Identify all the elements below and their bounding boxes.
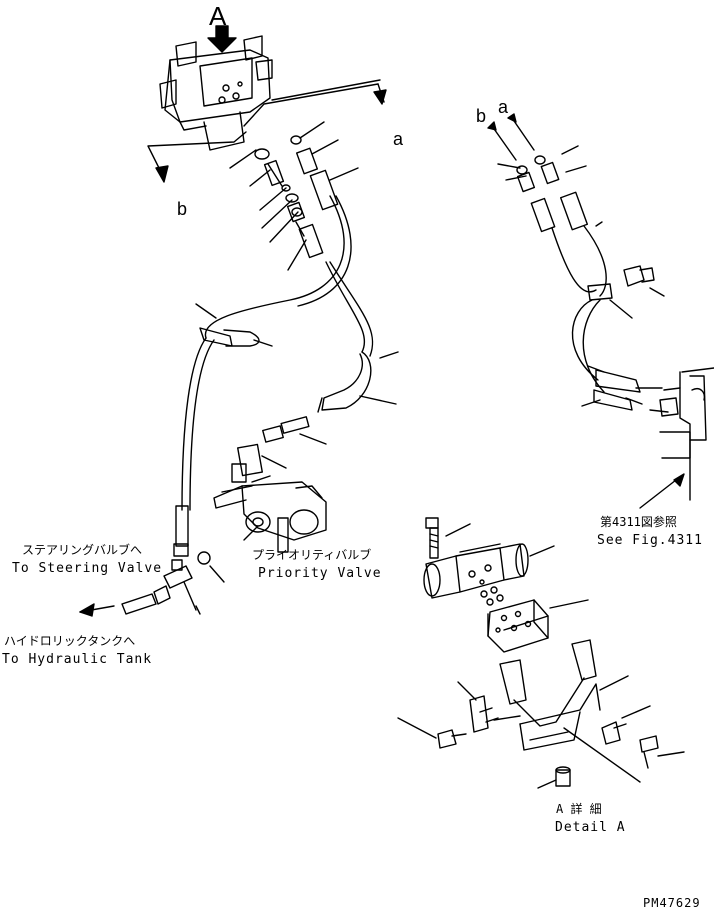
steering-fittings: [79, 505, 197, 617]
detail-a-leaders: [537, 727, 641, 789]
leader-lines-left-fittings: [229, 121, 359, 271]
drawing-number: PM47629: [643, 896, 701, 910]
detail-a-solenoid-valve: [423, 543, 555, 599]
priority-label-jp: プライオリティバルブ: [252, 548, 372, 562]
priority-valve: [197, 481, 327, 565]
frame-right: [581, 367, 714, 509]
detail-a-clamp: [457, 681, 521, 733]
seefig-label-jp: 第4311図参照: [600, 515, 677, 529]
detail-a-label-jp: A 詳 細: [556, 802, 602, 816]
detail-a-bolts: [397, 705, 685, 769]
detail-a-manifold: [487, 599, 589, 653]
detail-a-bolt-top: [425, 517, 471, 559]
view-a-arrow: [207, 25, 237, 53]
bolt-right: [623, 265, 665, 297]
ref-a-label-right: a: [498, 97, 509, 117]
ref-lines-top: [147, 79, 387, 183]
hoses-left: [181, 195, 374, 511]
detail-a-label-en: Detail A: [555, 820, 626, 835]
tank-label-en: To Hydraulic Tank: [2, 652, 153, 667]
right-reference-arrows: [487, 113, 535, 161]
steering-label-jp: ステアリングバルブへ: [22, 543, 143, 557]
detail-a-bracket: [499, 639, 629, 787]
top-valve-block: [159, 35, 273, 151]
leader-lines-hoses: [253, 339, 399, 469]
priority-label-en: Priority Valve: [258, 566, 382, 581]
view-a-label: A: [209, 1, 227, 31]
fittings-lower-middle: [231, 416, 310, 483]
ref-b-label-right: b: [476, 106, 487, 126]
steering-label-en: To Steering Valve: [12, 561, 163, 576]
hoses-right: [551, 225, 641, 411]
fittings-left: [254, 135, 339, 259]
leader-lines-valve: [195, 475, 271, 615]
tank-label-jp: ハイドロリックタンクへ: [4, 634, 136, 648]
fittings-right: [497, 145, 603, 233]
seefig-label-en: See Fig.4311: [597, 533, 703, 548]
detail-a-orings: [480, 586, 504, 606]
ref-a-label-left: a: [393, 129, 404, 149]
ref-b-label-left: b: [177, 199, 188, 219]
